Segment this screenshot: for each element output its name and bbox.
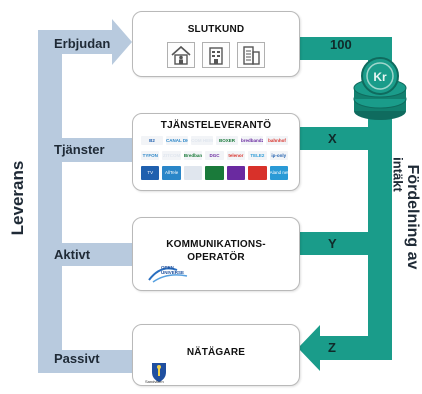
provider-logo: AllTele <box>162 166 181 180</box>
revenue-value-kommunikationsoperator: Y <box>328 236 337 251</box>
left-item-tjanster: Tjänster <box>54 142 105 157</box>
provider-logo: COM HEM <box>191 136 213 145</box>
provider-logo <box>248 166 267 180</box>
revenue-value-slutkund: 100 <box>330 37 352 52</box>
box-natagare: NÄTÄGARE Sandviken <box>132 324 300 386</box>
sandviken-label: Sandviken <box>145 379 164 384</box>
house-person-icon <box>167 42 195 68</box>
box-tjansteleverantor-title: TJÄNSTELEVERANTÖ <box>160 120 272 131</box>
coin-label: Kr <box>373 70 387 84</box>
provider-logo: bredband2 <box>241 136 263 145</box>
provider-logo: ZITCOM <box>162 151 181 160</box>
coin-stack-icon <box>353 57 407 120</box>
provider-logo: bahnhof <box>266 136 288 145</box>
provider-logo <box>183 166 203 180</box>
right-axis-label: Fördelning av <box>404 164 421 270</box>
provider-logo: telenor <box>226 151 246 160</box>
provider-logo <box>226 166 246 180</box>
left-item-erbjudan: Erbjudan <box>54 36 111 51</box>
box-slutkund: SLUTKUND <box>132 11 300 77</box>
box-kommunikationsoperator: KOMMUNIKATIONS-OPERATÖR OPEN UNIVERSE <box>132 217 300 291</box>
provider-logo <box>205 166 224 180</box>
box-kommunikationsoperator-title: KOMMUNIKATIONS-OPERATÖR <box>166 239 266 263</box>
left-item-passivt: Passivt <box>54 351 100 366</box>
provider-logo: B2 <box>141 136 163 145</box>
office-tower-icon <box>237 42 265 68</box>
box-natagare-title: NÄTÄGARE <box>186 347 246 358</box>
open-universe-logo-text: OPEN UNIVERSE <box>161 265 185 275</box>
provider-logo: TYFON <box>141 151 160 160</box>
provider-logo: Bredband <box>183 151 203 160</box>
provider-logo: CANAL DIGITAL <box>166 136 188 145</box>
revenue-arrow-path <box>298 37 392 371</box>
provider-logo: TELE2 <box>248 151 267 160</box>
sandviken-crest-icon <box>149 361 169 383</box>
box-slutkund-title: SLUTKUND <box>187 24 245 35</box>
right-axis-label-line2: intäkt <box>390 157 406 192</box>
open-universe-logo: OPEN UNIVERSE <box>147 262 197 284</box>
provider-logo: ip-only <box>269 151 288 160</box>
provider-logo: BOXER <box>216 136 238 145</box>
provider-logo: TV <box>141 166 160 180</box>
provider-logo: DGC <box>205 151 224 160</box>
left-axis-label: Leverans <box>8 160 27 236</box>
revenue-value-tjansteleverantor: X <box>328 131 337 146</box>
apartment-building-icon <box>202 42 230 68</box>
revenue-value-natagare: Z <box>328 340 336 355</box>
delivery-arrow-path <box>38 19 132 373</box>
left-item-aktivt: Aktivt <box>54 247 91 262</box>
provider-logo: Aland net <box>269 166 288 180</box>
